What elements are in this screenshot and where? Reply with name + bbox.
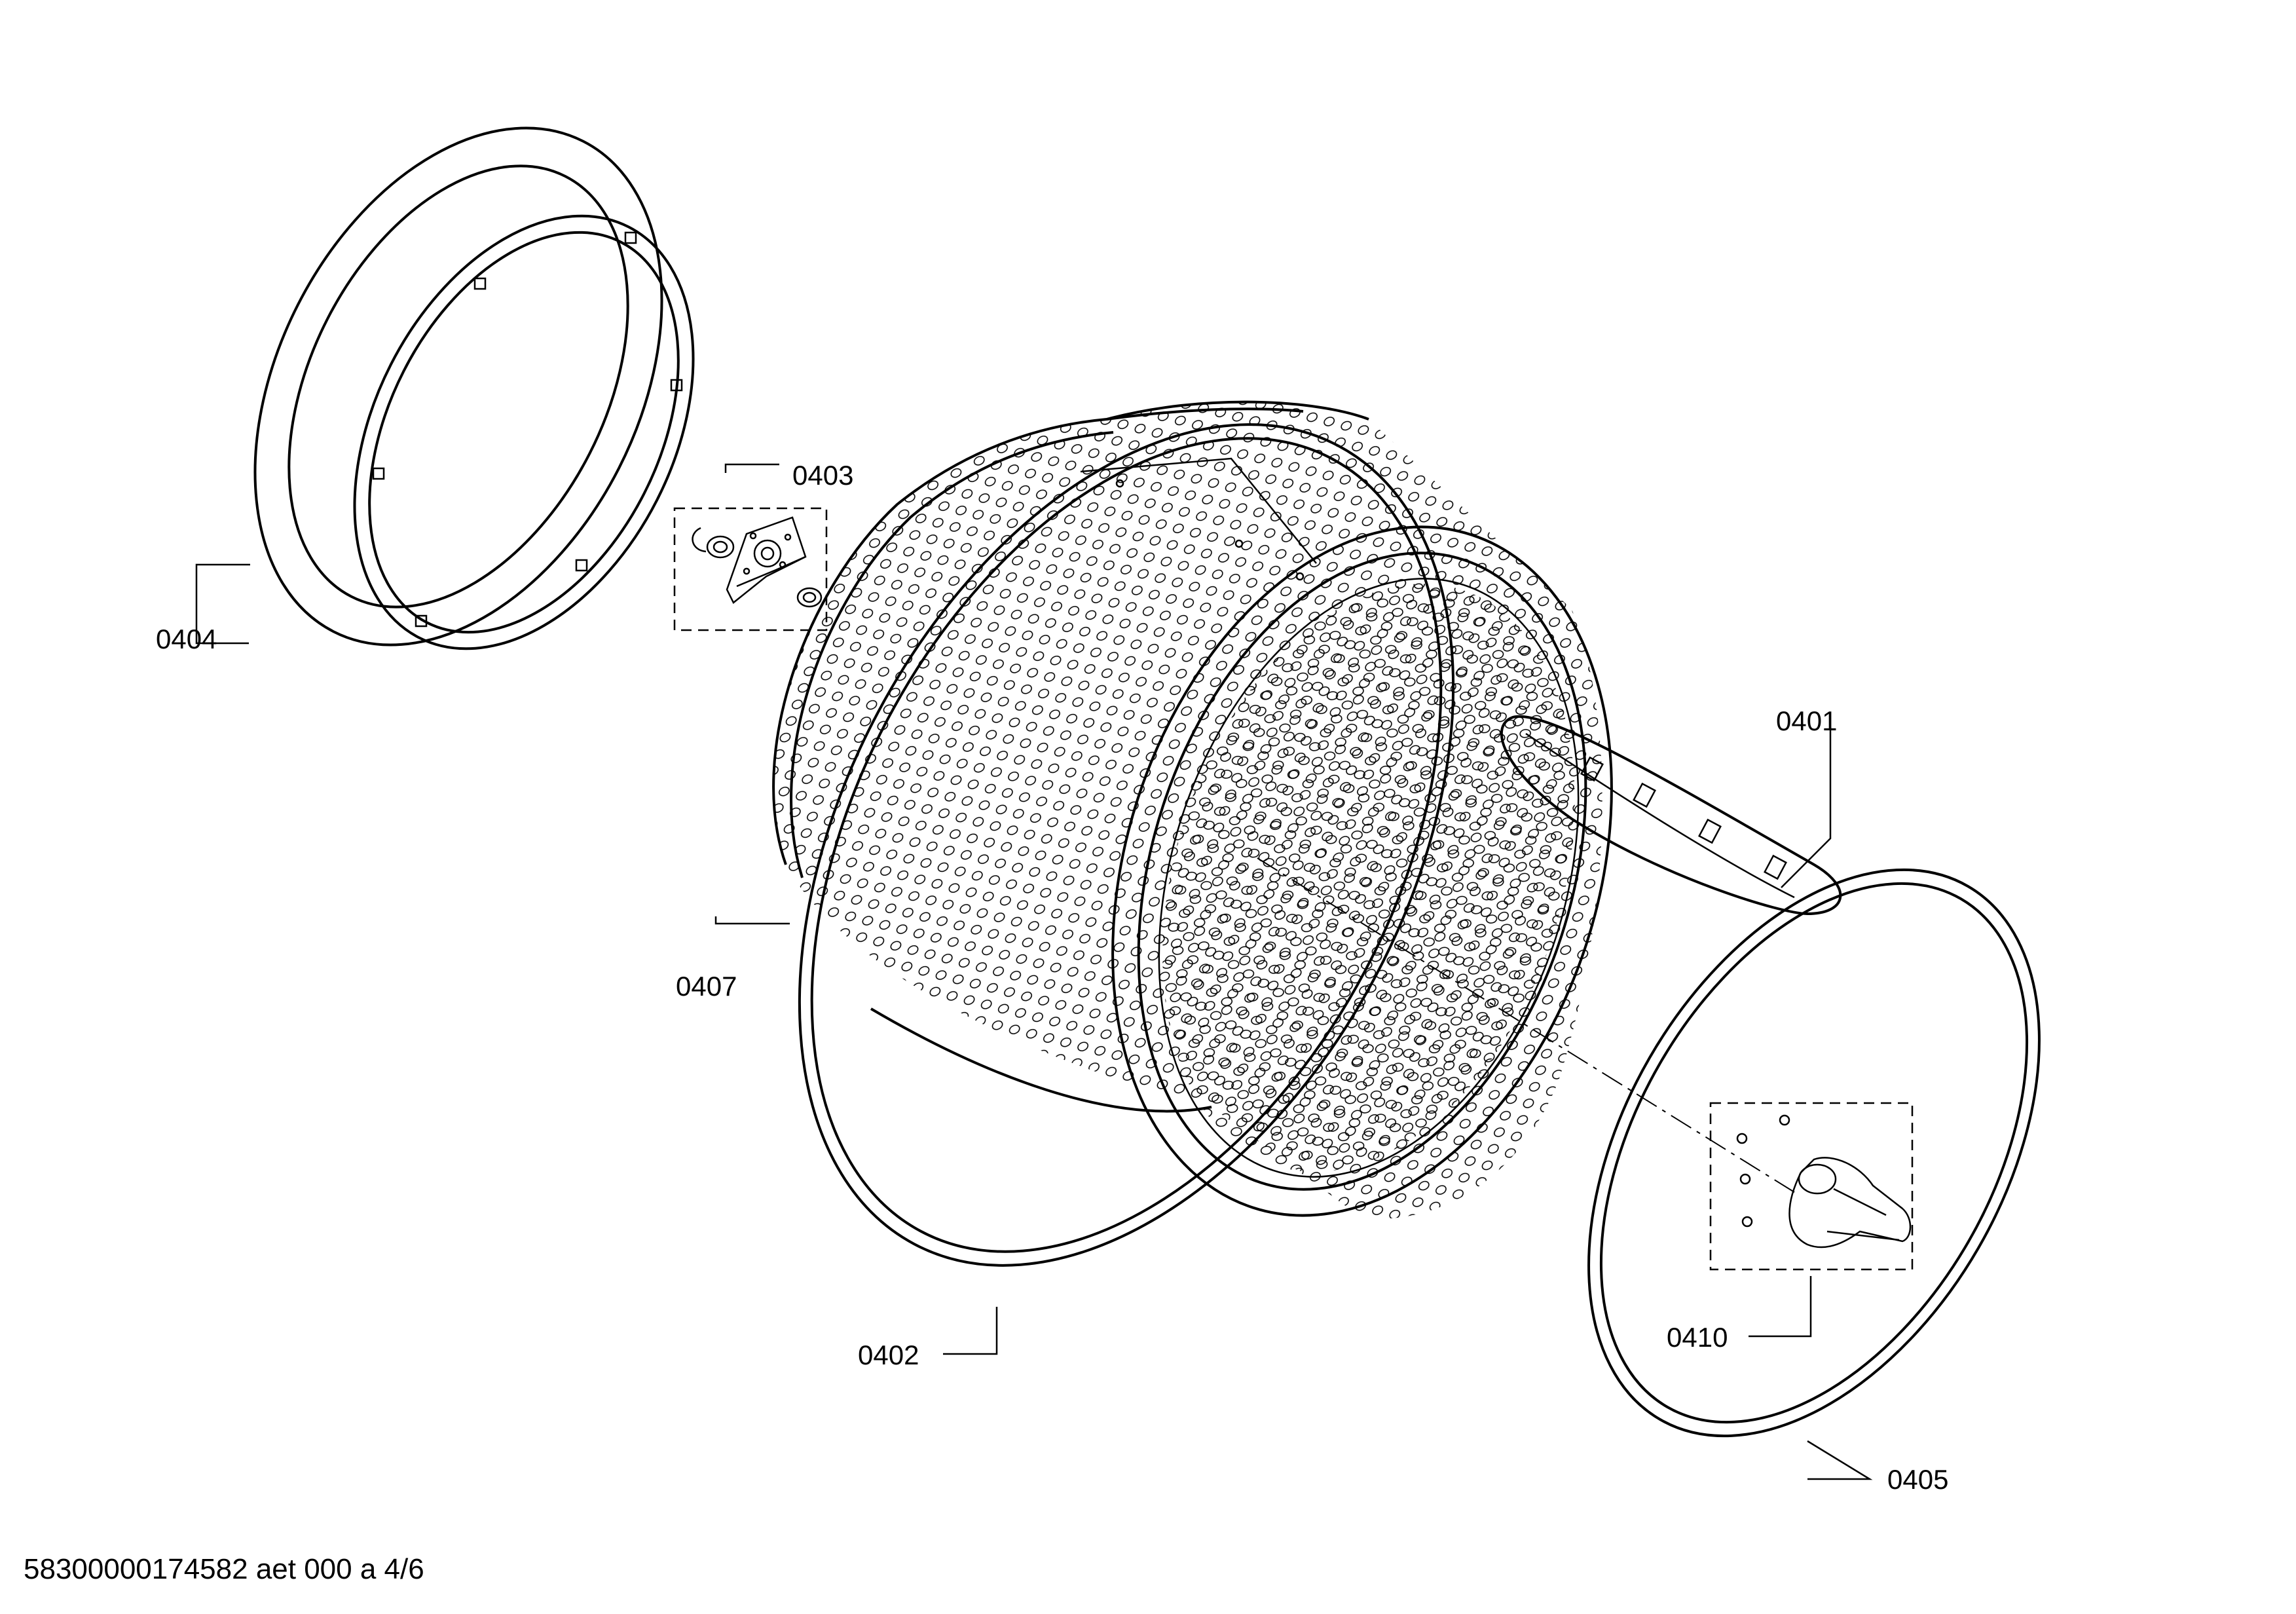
callout-0405: 0405	[1887, 1464, 1948, 1495]
document-code: 58300000174582 aet 000 a 4/6	[24, 1553, 424, 1585]
callout-0410: 0410	[1667, 1322, 1728, 1353]
part-0407-drum	[772, 400, 1613, 1219]
center-axis-line	[1257, 857, 1795, 1193]
part-0403-bearing-assembly	[673, 507, 828, 631]
part-0401-lifter	[1500, 715, 1842, 916]
callout-0407: 0407	[676, 971, 737, 1002]
shaft-screws	[1736, 1114, 1790, 1228]
callout-labels: 0403 0404 0401 0407 0402 0410 0405	[156, 460, 1948, 1495]
lifter-clips	[1580, 756, 1787, 880]
callout-0402: 0402	[858, 1340, 919, 1370]
part-0402-belt-ring	[798, 423, 1455, 1267]
callout-0403: 0403	[792, 460, 853, 491]
callout-0401: 0401	[1776, 705, 1837, 736]
callout-0404: 0404	[156, 624, 217, 654]
part-0410-shaft-assembly	[1709, 1102, 1914, 1271]
part-0405-rear-plate	[1587, 868, 2041, 1438]
part-0404-front-flange	[253, 126, 695, 650]
leader-lines	[195, 463, 1873, 1480]
flange-tabs	[372, 231, 683, 628]
